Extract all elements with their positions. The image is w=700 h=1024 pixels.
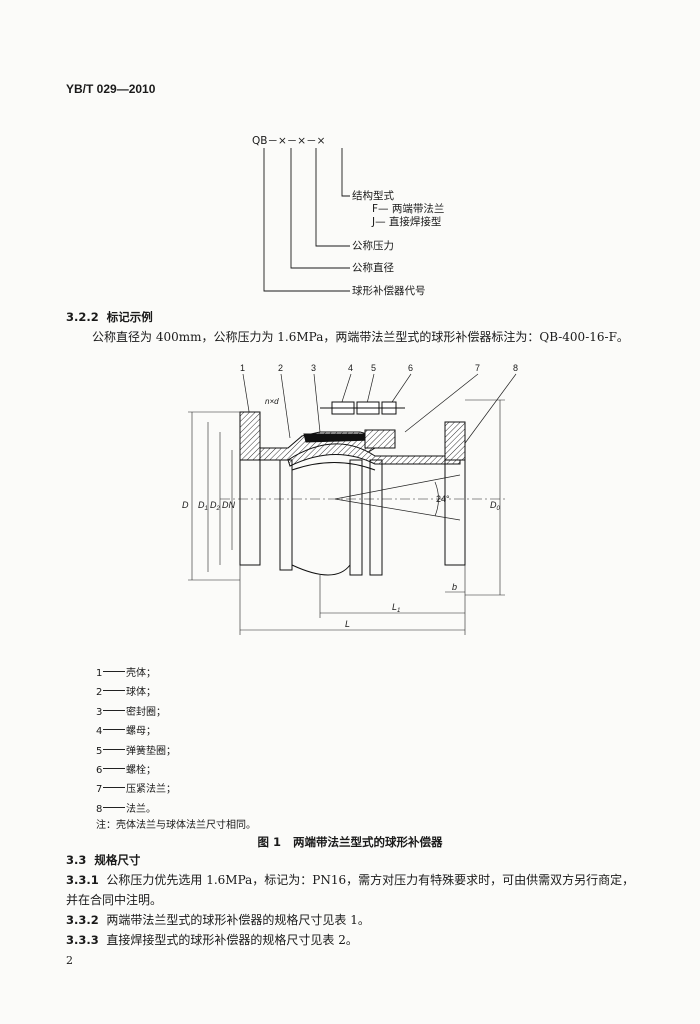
dim-DN: DN (222, 500, 235, 510)
angle-label: 24° (436, 494, 450, 504)
callout-2: 2 (278, 363, 283, 373)
section-3-3-3-text: 3.3.3 直接焊接型式的球形补偿器的规格尺寸见表 2。 (66, 933, 358, 947)
section-3-3-1-text: 3.3.1 公称压力优先选用 1.6MPa，标记为：PN16，需方对压力有特殊要… (66, 873, 635, 907)
figure-note: 注：壳体法兰与球体法兰尺寸相同。 (96, 820, 256, 831)
code-item-product: 球形补偿器代号 (352, 284, 426, 297)
dim-nxd: n×d (265, 397, 279, 406)
dim-D0: D0 (490, 500, 501, 512)
section-3-3-heading: 3.3 规格尺寸 (66, 853, 141, 867)
section-3-3-2-text: 3.3.2 两端带法兰型式的球形补偿器的规格尺寸见表 1。 (66, 913, 370, 927)
code-item-structure-f: F— 两端带法兰 (372, 202, 444, 215)
dim-L: L (345, 619, 350, 629)
callout-8: 8 (513, 363, 518, 373)
dim-b: b (452, 582, 457, 592)
dim-D2: D2 (210, 500, 221, 512)
code-item-structure-j: J— 直接焊接型 (371, 215, 441, 228)
dim-L1: L1 (392, 602, 400, 614)
callout-3: 3 (311, 363, 316, 373)
section-3-2-2-text: 公称直径为 400mm，公称压力为 1.6MPa，两端带法兰型式的球形补偿器标注… (92, 330, 629, 344)
section-3-2-2-heading: 3.2.2 标记示例 (66, 310, 153, 324)
callout-1: 1 (240, 363, 245, 373)
callout-6: 6 (408, 363, 413, 373)
document-id: YB/T 029—2010 (66, 82, 156, 96)
designation-code: QB－×－×－× (252, 135, 325, 147)
dim-D: D (182, 500, 189, 510)
callout-4: 4 (348, 363, 353, 373)
code-item-pressure: 公称压力 (352, 239, 394, 252)
page-number: 2 (66, 954, 73, 967)
code-item-structure: 结构型式 (352, 189, 394, 202)
figure-1-drawing: 1 2 3 4 5 6 7 8 (182, 363, 518, 635)
callout-5: 5 (371, 363, 376, 373)
code-item-diameter: 公称直径 (352, 261, 394, 274)
dim-D1: D1 (198, 500, 208, 512)
callout-7: 7 (475, 363, 480, 373)
designation-code-diagram: QB－×－×－× 结构型式 F— 两端带法兰 J— 直接焊接型 公称压力 公称直… (252, 135, 444, 297)
